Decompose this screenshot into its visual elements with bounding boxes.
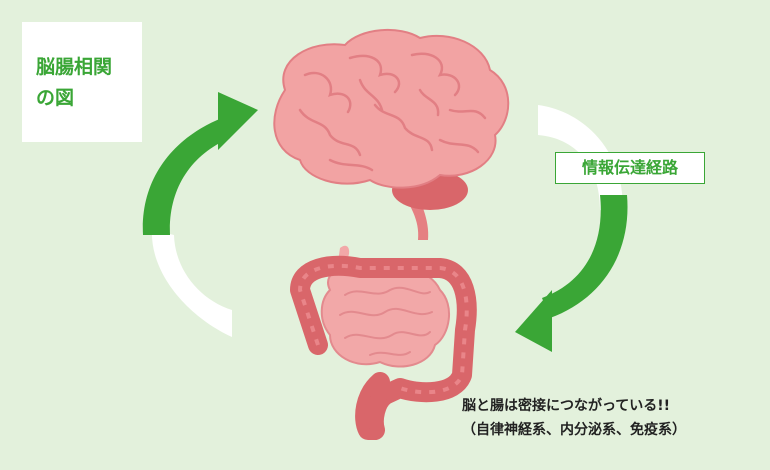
green-arrow-up-icon <box>142 92 258 235</box>
white-arc-right <box>538 105 623 215</box>
title-card: 脳腸相関 の図 <box>22 22 142 142</box>
diagram-title: 脳腸相関 の図 <box>36 52 136 114</box>
intestines-illustration <box>290 245 477 440</box>
diagram-title-line1: 脳腸相関 <box>36 56 113 78</box>
caption: 脳と腸は密接につながっている!! （自律神経系、内分泌系、免疫系） <box>462 394 762 442</box>
pathway-label: 情報伝達経路 <box>555 152 705 184</box>
caption-line1: 脳と腸は密接につながっている!! <box>462 398 671 414</box>
green-arrow-down-icon <box>515 195 628 352</box>
white-arc-left <box>151 230 232 337</box>
caption-line2: （自律神経系、内分泌系、免疫系） <box>462 422 686 438</box>
diagram-title-line2: の図 <box>36 87 75 109</box>
brain-illustration <box>273 28 510 240</box>
